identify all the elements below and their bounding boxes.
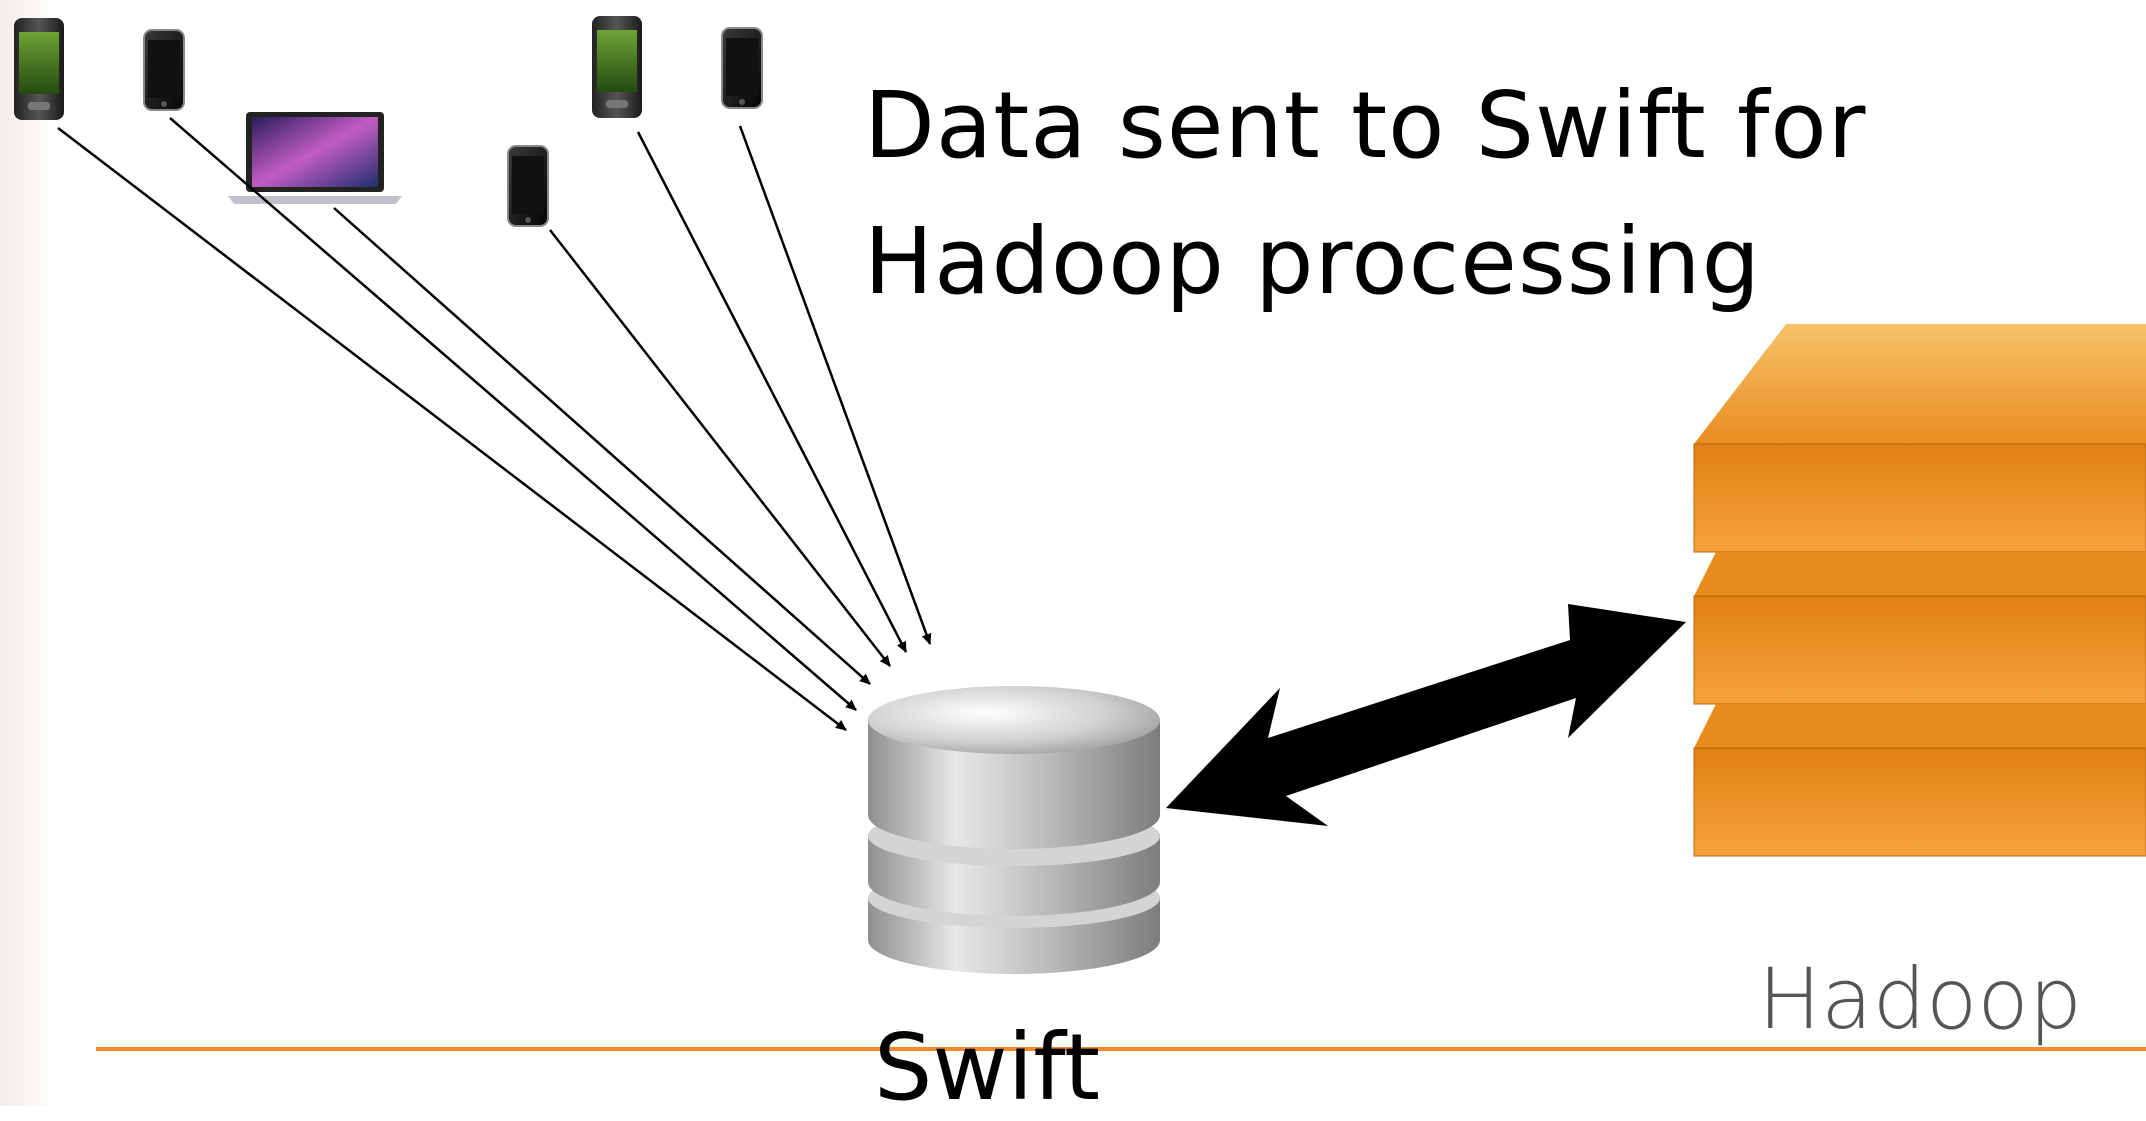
bidirectional-arrow: [1166, 604, 1686, 826]
arrow-device-6: [738, 125, 932, 645]
headline-line-2: Hadoop processing: [864, 208, 1761, 315]
headline-line-1: Data sent to Swift for: [864, 72, 1867, 179]
left-edge-shade: [0, 0, 60, 1106]
swift-label: Swift: [874, 1014, 1101, 1121]
iphone-icon: [143, 29, 185, 111]
iphone-icon: [721, 27, 763, 109]
android-phone-icon: [14, 18, 64, 120]
arrow-device-5: [636, 131, 908, 653]
arrow-device-4: [549, 229, 891, 667]
arrow-device-2: [169, 117, 857, 711]
laptop-icon: [228, 112, 402, 204]
data-flow-arrows: [57, 117, 932, 731]
android-phone-icon: [592, 16, 642, 118]
arrow-device-3: [333, 207, 871, 685]
arrow-device-1: [57, 127, 847, 731]
server-stack-icon: [1693, 324, 2146, 857]
hadoop-label: Hadoop: [1758, 950, 2083, 1048]
database-icon: [868, 686, 1160, 974]
iphone-icon: [507, 145, 549, 227]
slide-headline: Data sent to Swift for Hadoop processing: [864, 58, 1964, 330]
